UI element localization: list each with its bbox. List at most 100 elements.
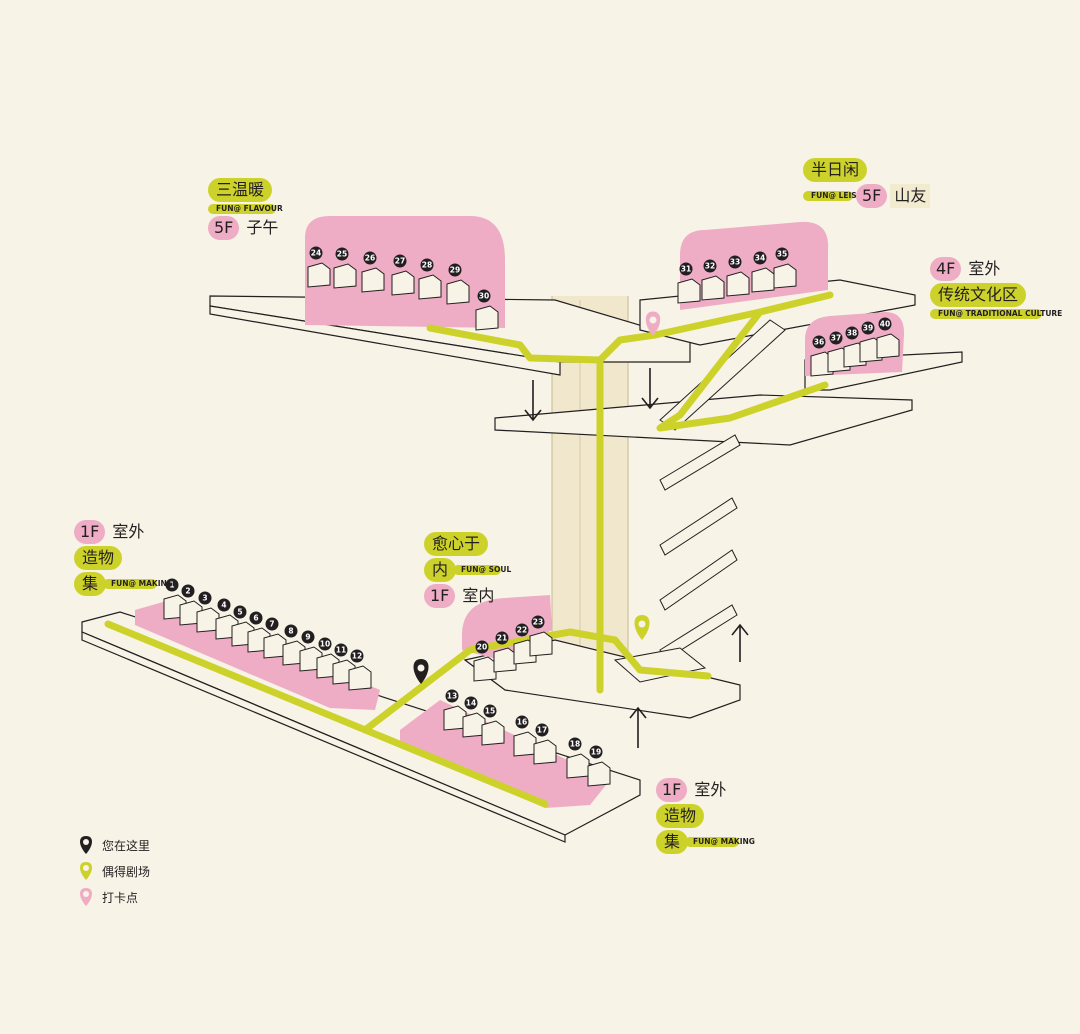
- arrow-up-icon: [629, 706, 647, 748]
- legend-label: 打卡点: [102, 890, 139, 905]
- area-sub: FUN@ TRADITIONAL CULTURE: [930, 309, 1062, 319]
- stall-booth: [726, 271, 750, 297]
- stall-booth: [446, 279, 470, 305]
- stall-number-badge: [878, 317, 892, 331]
- area-title: 造物: [656, 804, 705, 828]
- stall-number-badge: [568, 737, 582, 751]
- stall-number: 4: [221, 601, 226, 610]
- area-sub: FUN@ MAKING: [103, 579, 173, 589]
- stall-number: 3: [202, 594, 207, 603]
- stall-number: 18: [570, 740, 580, 749]
- arrow-up-icon: [731, 623, 749, 662]
- stall-number: 40: [880, 320, 890, 329]
- pin-pink-icon: [80, 888, 92, 906]
- stall-number: 12: [352, 652, 362, 661]
- stall-number: 2: [185, 587, 190, 596]
- place-label: 子午: [246, 218, 279, 237]
- legend-item: 偶得剧场: [78, 858, 150, 884]
- stall-number-badge: [233, 605, 247, 619]
- pin-black-icon: [80, 836, 92, 854]
- legend-label: 偶得剧场: [102, 864, 151, 879]
- direction-arrows: [524, 368, 749, 748]
- stall-number-badge: [464, 696, 478, 710]
- stall-booth: [876, 333, 900, 359]
- stall-number-badge: [309, 246, 323, 260]
- stall-number: 17: [537, 726, 547, 735]
- stall-number: 1: [169, 581, 174, 590]
- stall-booth: [493, 647, 517, 673]
- stall-number-badge: [812, 335, 826, 349]
- floor-badge: 5F: [856, 184, 888, 208]
- route: [104, 291, 834, 808]
- stall-number-badge: [515, 715, 529, 729]
- stall-booth: [361, 267, 385, 293]
- stall-number-badge: [515, 623, 529, 637]
- stall-number-badge: [829, 331, 843, 345]
- stall-number: 6: [253, 614, 258, 623]
- stall-number: 35: [777, 250, 787, 259]
- stall-number: 36: [814, 338, 824, 347]
- stall-number-badge: [483, 704, 497, 718]
- stall-number-badge: [861, 321, 875, 335]
- stall-number: 20: [477, 643, 487, 652]
- stall-number-badge: [445, 689, 459, 703]
- stall-booth: [533, 739, 557, 765]
- floor-badge: 1F: [424, 584, 456, 608]
- stall-number: 13: [447, 692, 457, 701]
- stall-number: 31: [681, 265, 691, 274]
- stall-booth: [475, 305, 499, 331]
- pin-pink-icon: [645, 311, 661, 336]
- stall-booth: [677, 278, 701, 304]
- floor-badge: 1F: [656, 778, 688, 802]
- stall-number: 21: [497, 634, 507, 643]
- stall-number: 27: [395, 257, 405, 266]
- stall-number: 19: [591, 748, 601, 757]
- stall-booth: [513, 731, 537, 757]
- arrow-down-icon: [641, 368, 659, 410]
- stall-number: 11: [336, 646, 346, 655]
- stall-number-badge: [265, 617, 279, 631]
- stall-number: 29: [450, 266, 460, 275]
- stall-number-badge: [393, 254, 407, 268]
- stall-number-badge: [845, 326, 859, 340]
- stall-number: 34: [755, 254, 765, 263]
- stall-number-badge: [181, 584, 195, 598]
- area-title: 造物: [74, 546, 123, 570]
- stall-number-badge: [249, 611, 263, 625]
- elevator-shaft: [551, 296, 629, 690]
- stall-number-badge: [495, 631, 509, 645]
- stall-number-badge: [703, 259, 717, 273]
- stall-number-badge: [301, 630, 315, 644]
- stall-number-badge: [589, 745, 603, 759]
- stall-number-badge: [477, 289, 491, 303]
- pin-yellow-icon: [634, 615, 650, 640]
- legend-item: 您在这里: [78, 832, 150, 858]
- area-sub: FUN@ LEISURE: [803, 191, 874, 201]
- zone-making-left: [135, 600, 380, 710]
- stall-number: 32: [705, 262, 715, 271]
- stall-number: 7: [269, 620, 274, 629]
- stall-number: 5: [237, 608, 242, 617]
- stall-number: 16: [517, 718, 527, 727]
- stall-number-badge: [775, 247, 789, 261]
- stall-number-badge: [217, 598, 231, 612]
- area-title: 半日闲: [803, 158, 868, 182]
- stall-number-badge: [165, 578, 179, 592]
- area-title-2: 集: [656, 830, 689, 854]
- area-sub: FUN@ SOUL: [453, 565, 511, 575]
- stall-booth: [418, 274, 442, 300]
- stall-number-badge: [728, 255, 742, 269]
- stall-number-badge: [318, 637, 332, 651]
- area-title: 传统文化区: [930, 283, 1027, 307]
- legend-item: 打卡点: [78, 884, 150, 910]
- stall-number: 23: [533, 618, 543, 627]
- stall-number: 38: [847, 329, 857, 338]
- place-label: 室外: [968, 259, 1001, 278]
